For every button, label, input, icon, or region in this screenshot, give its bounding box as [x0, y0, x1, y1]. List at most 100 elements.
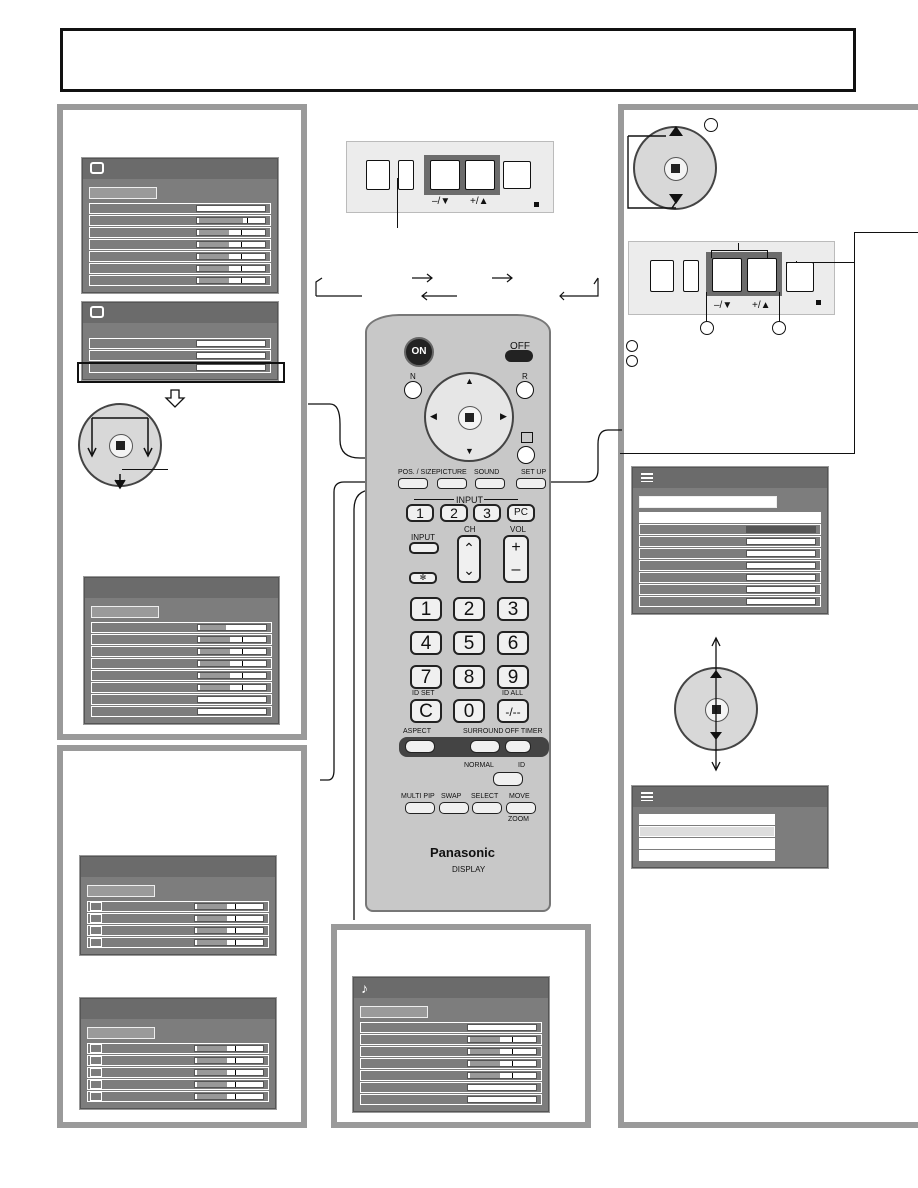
menu-tab [89, 187, 157, 199]
zoom-label: ZOOM [508, 816, 529, 823]
adjust-arrows-icon [87, 417, 153, 490]
r-label: R [522, 372, 528, 381]
title-box [60, 28, 856, 92]
display-icon [90, 162, 104, 174]
picture-submenu [82, 302, 278, 380]
unit-button-1[interactable] [650, 260, 674, 292]
callout-line [786, 262, 854, 263]
input-button[interactable] [409, 542, 439, 554]
note-icon: ♪ [361, 980, 368, 996]
bracket-line [711, 250, 712, 258]
pos-size-button[interactable] [398, 478, 428, 489]
aspect-label: ASPECT [403, 728, 432, 735]
unit-action-button[interactable] [786, 262, 814, 292]
top-action-button[interactable] [503, 161, 531, 189]
nav-left-icon[interactable]: ◀ [430, 411, 437, 421]
num-9-button[interactable]: 9 [497, 665, 529, 689]
nav-down-icon[interactable]: ▼ [465, 446, 474, 456]
dash-button[interactable]: -/-- [497, 699, 529, 723]
return-button[interactable] [517, 446, 535, 464]
setup-button[interactable] [516, 478, 546, 489]
select-label: SELECT [471, 793, 499, 800]
ch-label: CH [464, 525, 476, 534]
list-icon [641, 792, 653, 801]
num-7-button[interactable]: 7 [410, 665, 442, 689]
minus-down-label: –/▼ [714, 300, 733, 311]
callout-line [397, 178, 398, 228]
picture-button[interactable] [437, 478, 467, 489]
nav-right-icon[interactable]: ▶ [500, 411, 507, 421]
input-2-button[interactable]: 2 [440, 504, 468, 522]
bracket-line [738, 243, 739, 251]
num-0-button[interactable]: 0 [453, 699, 485, 723]
list-icon [641, 473, 653, 482]
h-size-icon [90, 1056, 102, 1065]
input-header: INPUT [456, 495, 483, 505]
num-6-button[interactable]: 6 [497, 631, 529, 655]
updown-arrows-icon [627, 126, 683, 209]
num-5-button[interactable]: 5 [453, 631, 485, 655]
cycle-arrows-icon [315, 273, 599, 301]
c-button[interactable]: C [410, 699, 442, 723]
enter-mark-icon [816, 300, 821, 305]
unit-button-2[interactable] [683, 260, 699, 292]
unit-minus-button[interactable] [712, 258, 742, 292]
top-minus-button[interactable] [430, 160, 460, 190]
sound-menu: ♪ [353, 977, 549, 1112]
sound-button[interactable] [475, 478, 505, 489]
off-timer-label: OFF TIMER [505, 728, 543, 735]
swap-button[interactable] [439, 802, 469, 814]
menu-tab [91, 606, 159, 618]
nav-up-icon[interactable]: ▲ [465, 376, 474, 386]
n-button[interactable] [404, 381, 422, 399]
picture-label: PICTURE [436, 469, 467, 476]
input-1-button[interactable]: 1 [406, 504, 434, 522]
normal-label: NORMAL [464, 762, 494, 769]
top-unit-button-1[interactable] [366, 160, 390, 190]
off-timer-button[interactable] [505, 740, 531, 753]
volume-rocker[interactable]: +– [503, 535, 529, 583]
num-4-button[interactable]: 4 [410, 631, 442, 655]
top-enter-mark-icon [534, 202, 539, 207]
input-label: INPUT [411, 533, 435, 542]
h-pos-icon [90, 1044, 102, 1053]
select-button[interactable] [472, 802, 502, 814]
bracket-line [711, 250, 768, 251]
move-button[interactable] [506, 802, 536, 814]
id-mode-switch[interactable] [493, 772, 523, 786]
power-on-button[interactable]: ON [404, 337, 434, 367]
r-button[interactable] [516, 381, 534, 399]
num-1-button[interactable]: 1 [410, 597, 442, 621]
mute-button[interactable]: ✻ [409, 572, 437, 584]
id-all-label: ID ALL [502, 690, 524, 697]
multi-pip-label: MULTI PIP [401, 793, 435, 800]
swap-label: SWAP [441, 793, 462, 800]
surround-button[interactable] [470, 740, 500, 753]
num-2-button[interactable]: 2 [453, 597, 485, 621]
power-off-button[interactable] [505, 350, 533, 362]
multi-pip-button[interactable] [405, 802, 435, 814]
input-3-button[interactable]: 3 [473, 504, 501, 522]
unit-plus-button[interactable] [747, 258, 777, 292]
input-pc-button[interactable]: PC [507, 504, 535, 522]
callout-line [706, 292, 707, 322]
menu-tab [87, 885, 155, 897]
aspect-button[interactable] [405, 740, 435, 753]
callout-line [122, 469, 168, 470]
plus-up-label: +/▲ [752, 300, 771, 311]
v-size-icon [90, 938, 102, 947]
brand-logo: Panasonic [430, 845, 496, 860]
top-unit-button-2[interactable] [398, 160, 414, 190]
input-bracket [484, 499, 518, 500]
remote-nav-dial[interactable] [424, 372, 514, 462]
top-minus-down-label: –/▼ [432, 196, 451, 207]
input-bracket [414, 499, 454, 500]
id-set-label: ID SET [412, 690, 435, 697]
num-8-button[interactable]: 8 [453, 665, 485, 689]
h-size-icon [90, 914, 102, 923]
menu-tab [360, 1006, 428, 1018]
top-plus-button[interactable] [465, 160, 495, 190]
h-pos-icon [90, 902, 102, 911]
channel-rocker[interactable]: ⌃⌄ [457, 535, 481, 583]
num-3-button[interactable]: 3 [497, 597, 529, 621]
